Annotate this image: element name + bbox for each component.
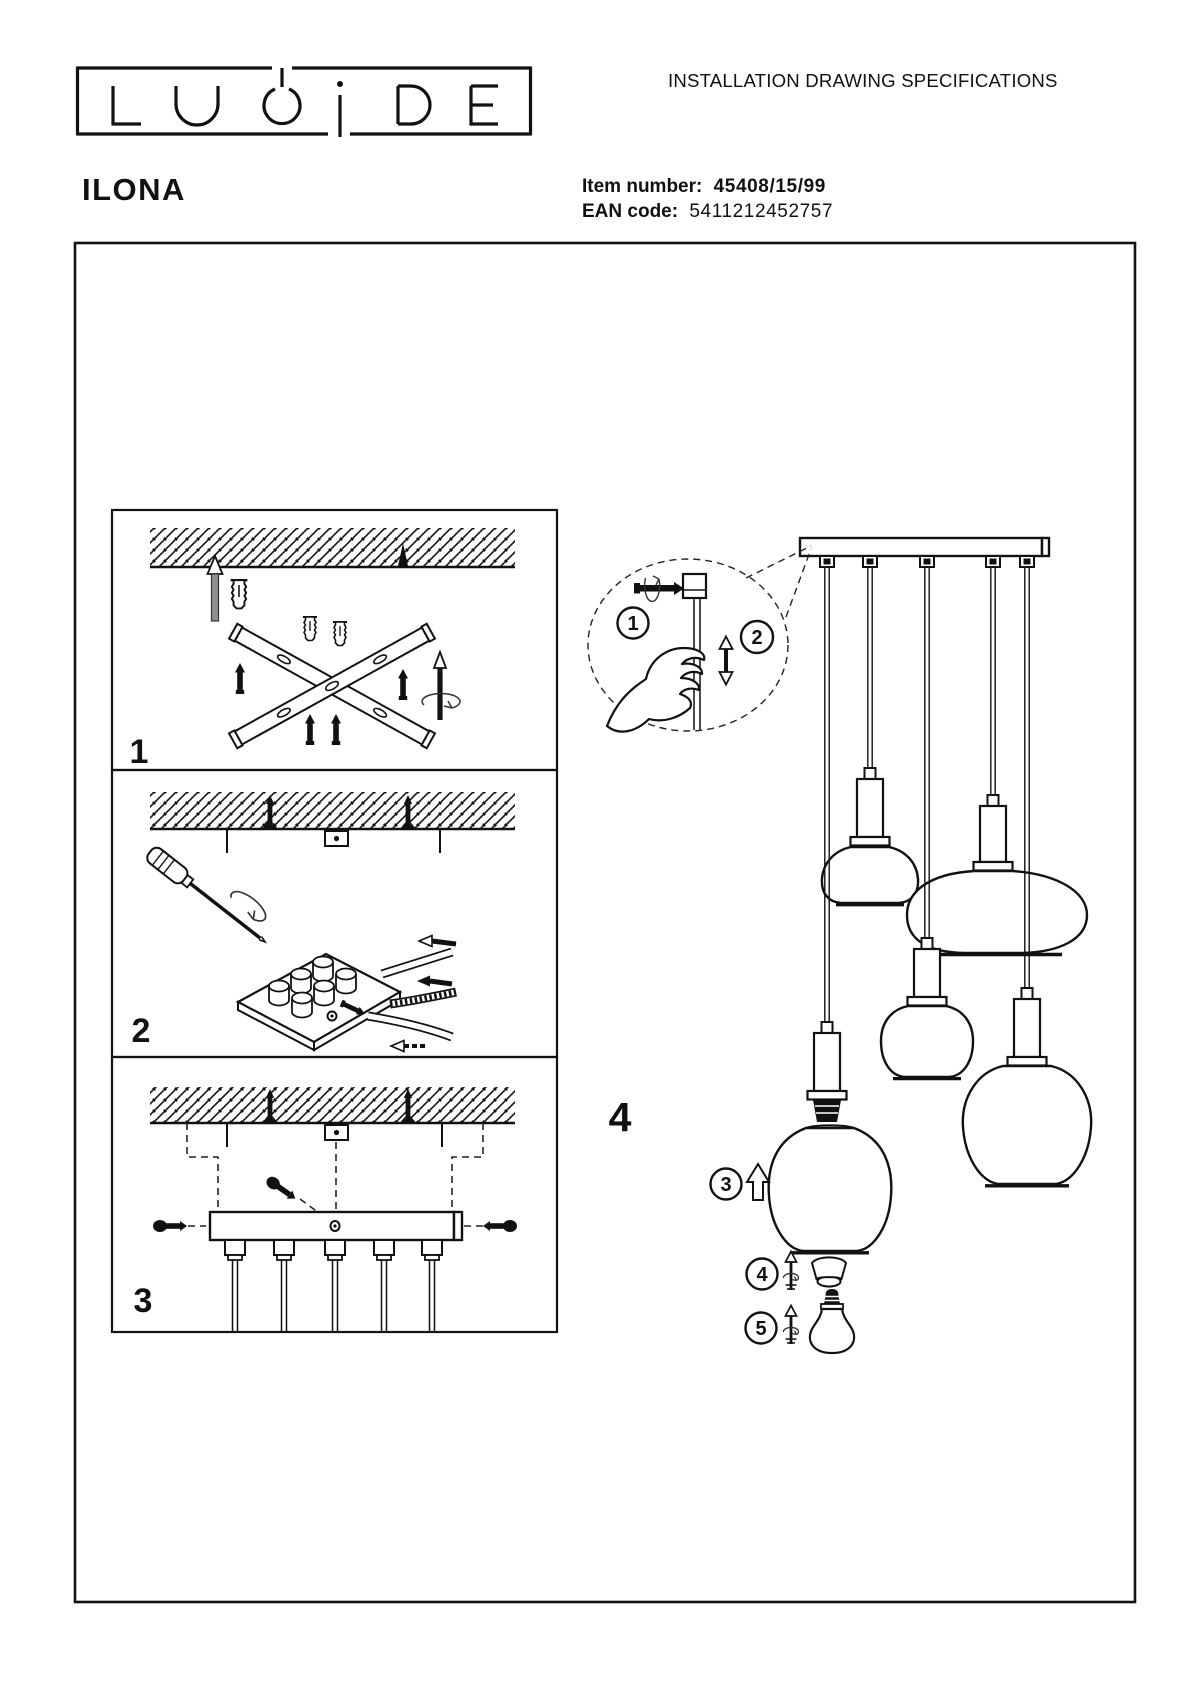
side-screw-icon bbox=[483, 1220, 517, 1232]
cord-grip-block bbox=[681, 572, 708, 600]
lampshade-3 bbox=[879, 1004, 975, 1081]
logo-letter-u bbox=[174, 86, 220, 127]
socket-2 bbox=[849, 767, 891, 847]
side-screw-icon bbox=[153, 1220, 187, 1232]
canopy-cord-grips bbox=[819, 555, 1035, 568]
ceiling-hatch bbox=[150, 1087, 515, 1123]
step-3-panel: 3 bbox=[134, 1087, 517, 1331]
adjust-screw-icon bbox=[634, 575, 684, 603]
logo-letter-e bbox=[469, 84, 498, 126]
item-number-label: Item number: bbox=[582, 176, 703, 197]
light-bulb-icon bbox=[808, 1289, 856, 1355]
screw-in-icon bbox=[782, 1304, 800, 1345]
step-number: 4 bbox=[609, 1094, 632, 1140]
screw-icon bbox=[331, 714, 341, 745]
step-2-panel: 2 bbox=[132, 792, 515, 1053]
up-down-arrow-icon bbox=[718, 634, 734, 687]
callout-number: 5 bbox=[755, 1318, 766, 1340]
ean-value: 5411212452757 bbox=[689, 201, 834, 222]
terminal-block bbox=[235, 952, 403, 1052]
callout-number: 4 bbox=[756, 1264, 768, 1286]
screw-in-icon bbox=[782, 1250, 800, 1291]
callout-3: 3 bbox=[709, 1162, 771, 1201]
canopy-bar bbox=[208, 1210, 464, 1242]
lucide-logo-art bbox=[75, 66, 533, 137]
step-number: 3 bbox=[134, 1282, 153, 1320]
callout-number: 3 bbox=[720, 1174, 731, 1196]
callout-4-circle bbox=[745, 1257, 779, 1291]
cord-grips bbox=[224, 1239, 443, 1331]
logo-letter-c bbox=[262, 87, 302, 126]
socket-3 bbox=[906, 937, 948, 1007]
logo-letter-l bbox=[111, 86, 141, 126]
socket-1 bbox=[806, 1021, 848, 1122]
drill-bit-icon bbox=[206, 553, 224, 622]
step-4-assembly: 1 2 3 4 bbox=[587, 536, 1093, 1355]
screw-icon bbox=[398, 669, 408, 700]
item-number-value: 45408/15/99 bbox=[713, 176, 826, 197]
mounting-cross-bracket bbox=[227, 622, 437, 750]
callout-1-circle bbox=[616, 606, 650, 640]
shade-ring-icon bbox=[810, 1256, 848, 1288]
step-number: 2 bbox=[132, 1012, 151, 1050]
callout-2-circle bbox=[739, 619, 775, 655]
doc-title: INSTALLATION DRAWING SPECIFICATIONS bbox=[668, 70, 1058, 91]
socket-thread bbox=[813, 1100, 841, 1122]
screw-icon bbox=[235, 663, 245, 694]
terminal-screws bbox=[268, 955, 357, 1019]
wall-plug-icon bbox=[302, 616, 318, 642]
callout-5-circle bbox=[744, 1311, 778, 1345]
angled-screw-icon bbox=[263, 1174, 299, 1204]
lampshade-2 bbox=[820, 845, 920, 907]
screw-icon bbox=[305, 714, 315, 745]
ceiling-hatch bbox=[150, 792, 515, 829]
wall-plug-icon bbox=[332, 621, 348, 647]
socket-4 bbox=[972, 794, 1014, 872]
pendant-cords bbox=[824, 567, 1030, 1022]
callout-5: 5 bbox=[744, 1289, 856, 1355]
bracket-edge bbox=[226, 1123, 443, 1147]
lampshade-1-detached bbox=[767, 1124, 893, 1255]
wires bbox=[367, 934, 457, 1053]
step-3-box bbox=[110, 1055, 559, 1334]
callout-3-circle bbox=[709, 1167, 743, 1201]
insert-arrow-icon bbox=[388, 1039, 405, 1053]
callout-number: 1 bbox=[627, 613, 638, 635]
up-arrow-icon bbox=[745, 1162, 771, 1201]
screwdriver-icon bbox=[146, 846, 268, 944]
lucide-logo: LUCIDE bbox=[74, 64, 536, 140]
pendant-canopy bbox=[798, 536, 1051, 558]
balloon-tail bbox=[745, 545, 812, 618]
ground-wire bbox=[389, 989, 457, 1007]
alignment-dashes bbox=[186, 1123, 486, 1227]
insert-arrow-icon bbox=[416, 934, 433, 948]
drill-hole-icon bbox=[398, 543, 408, 566]
ceiling-hatch bbox=[150, 528, 515, 567]
product-name: ILONA bbox=[82, 172, 186, 207]
ean-label: EAN code: bbox=[582, 201, 679, 222]
lampshade-4 bbox=[905, 869, 1089, 957]
callout-4: 4 bbox=[745, 1250, 848, 1291]
wall-plug-icon bbox=[229, 579, 249, 610]
ean-line: EAN code: 5411212452757 bbox=[582, 201, 833, 223]
logo-letter-i-dot bbox=[337, 81, 343, 87]
step-1-panel: 1 bbox=[130, 528, 515, 771]
item-number-line: Item number: 45408/15/99 bbox=[582, 176, 826, 198]
detail-balloon: 1 2 bbox=[587, 545, 812, 733]
bracket-edge bbox=[226, 829, 441, 853]
screw-rotation-icon bbox=[421, 649, 461, 720]
hand-icon bbox=[605, 646, 706, 733]
callout-number: 2 bbox=[751, 627, 762, 649]
lampshade-5 bbox=[961, 1064, 1093, 1188]
step-number: 1 bbox=[130, 733, 149, 771]
balloon-outline bbox=[587, 558, 789, 732]
logo-letter-d bbox=[396, 84, 432, 126]
drawing-frame bbox=[73, 241, 1137, 1604]
insert-arrow-icon bbox=[417, 975, 430, 987]
socket-5 bbox=[1006, 987, 1048, 1067]
